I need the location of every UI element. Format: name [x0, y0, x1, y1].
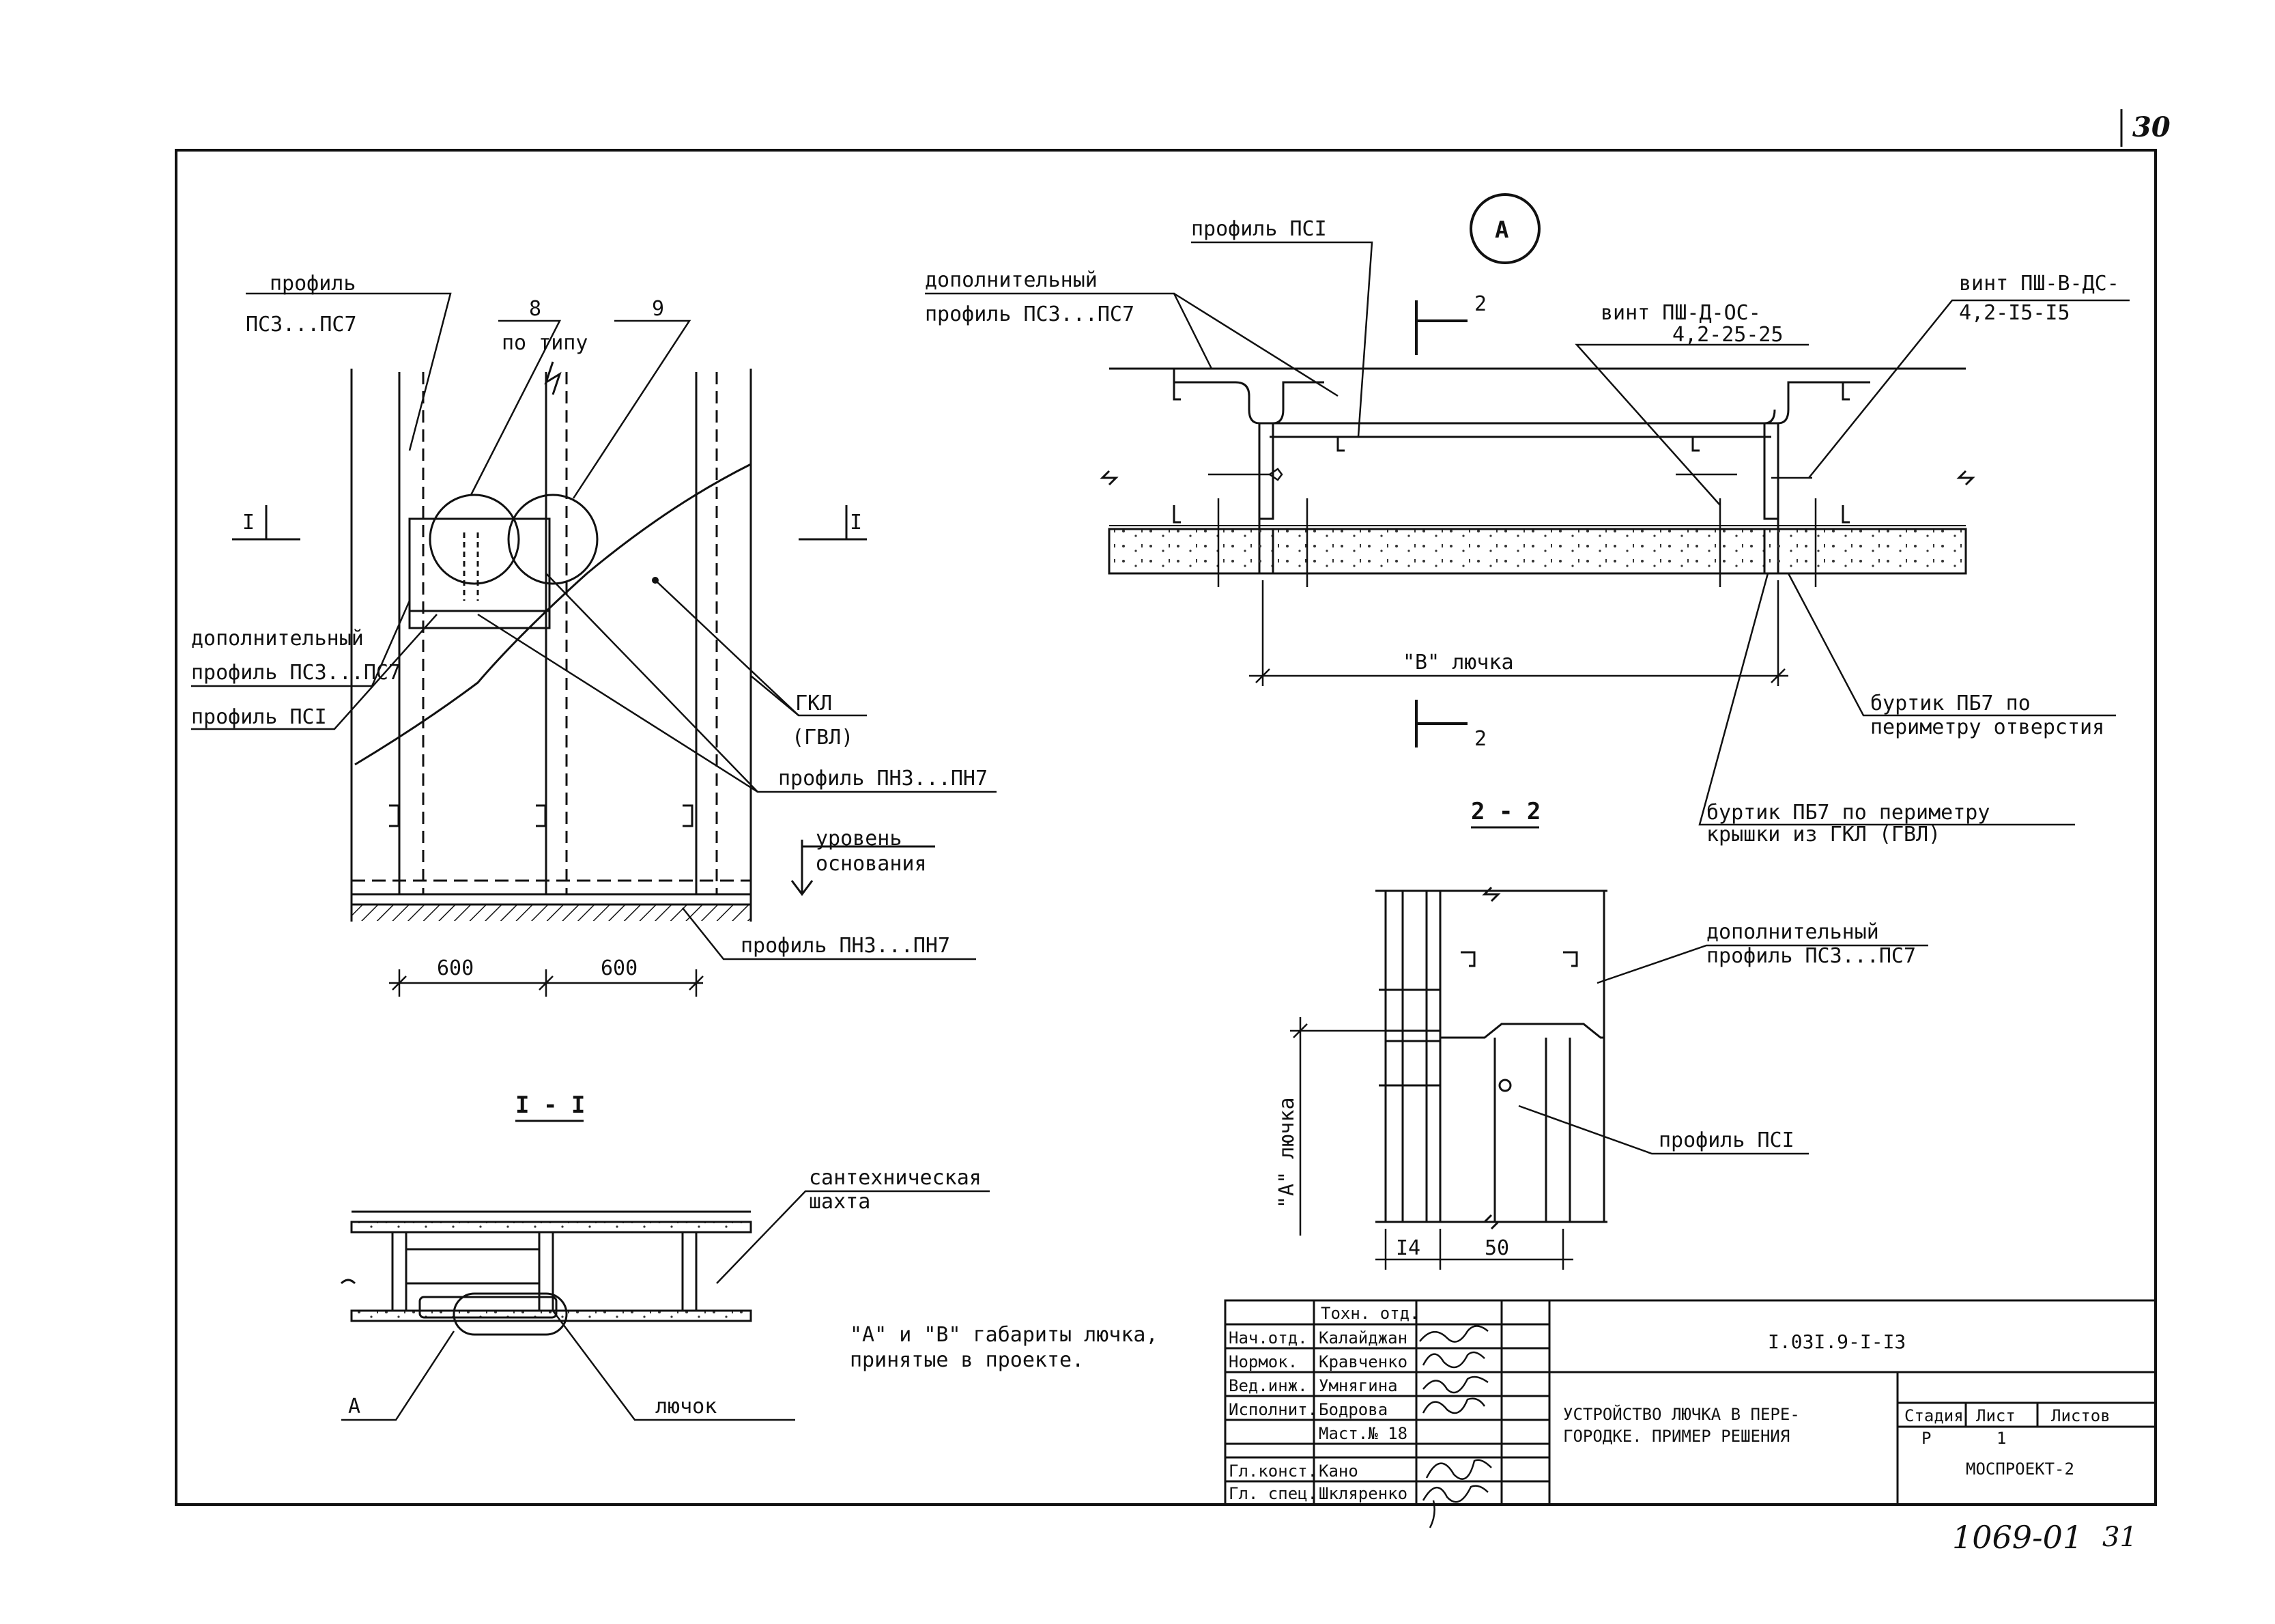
section-mark-2-top: 2: [1474, 292, 1487, 316]
section-1-1-title: I - I: [515, 1092, 585, 1119]
label-bead-cover: буртик ПБ7 по периметру: [1706, 801, 1990, 825]
elevation-view: [350, 361, 752, 922]
tb-organization: МОСПРОЕКТ-2: [1966, 1459, 2074, 1479]
tb-sheet-value: 1: [1997, 1429, 2006, 1448]
tb-role-1: Нач.отд.: [1229, 1328, 1308, 1348]
page-number-top-text: 30: [2132, 111, 2171, 143]
sheet-frame: [175, 149, 2157, 1506]
label-extra-profile: дополнительный: [191, 627, 364, 651]
label-profile-ps3-b: ПС3...ПС7: [246, 313, 357, 337]
tb-stage-header: Стадия: [1904, 1406, 1964, 1425]
section-1-1-annotations: I - I сантехническая шахта A лючок: [341, 1092, 990, 1421]
tb-name-6: Кано: [1319, 1462, 1358, 1481]
label-gkl: ГКЛ: [795, 692, 832, 715]
label-extra-2-2: дополнительный: [1706, 920, 1879, 944]
section-2-2-title: 2 - 2: [1471, 798, 1541, 825]
detail-a-annotations: A профиль ПСI дополнительный профиль ПС3…: [925, 193, 2130, 846]
tb-name-3: Умнягина: [1319, 1376, 1398, 1395]
label-shaft-b: шахта: [809, 1190, 870, 1214]
tb-name-7: Шкляренко: [1319, 1484, 1407, 1503]
label-extra-detail-b: профиль ПС3...ПС7: [925, 302, 1134, 326]
label-pn-bottom: профиль ПН3...ПН7: [741, 934, 950, 958]
tb-name-5: Маст.№ 18: [1319, 1424, 1407, 1443]
section-2-2-annotations: 2 - 2 дополнительный профиль ПС3...ПС7 п…: [1275, 798, 1928, 1270]
title-block-text: Тохн. отд. Нач.отд. Калайджан Нормок. Кр…: [1229, 1304, 2111, 1528]
tb-name-4: Бодрова: [1319, 1400, 1388, 1419]
label-profile-ps3: профиль: [270, 272, 356, 296]
label-level-b: основания: [816, 852, 927, 876]
tb-title-line-1: УСТРОЙСТВО ЛЮЧКА В ПЕРЕ-: [1563, 1404, 1800, 1424]
section-mark-i-left: I: [242, 511, 255, 535]
title-block: [1224, 1299, 2157, 1506]
tb-stage-value: Р: [1921, 1429, 1931, 1448]
tb-role-6: Гл.конст.: [1229, 1462, 1317, 1481]
elevation-annotations: профиль ПС3...ПС7 8 по типу 9 I I дополн…: [191, 272, 997, 997]
label-screw-right-b: 4,2-I5-I5: [1959, 301, 2070, 325]
label-profile-ps1-detail: профиль ПСI: [1191, 217, 1327, 241]
label-profile-ps1-2-2: профиль ПСI: [1659, 1128, 1794, 1152]
label-extra-detail: дополнительный: [925, 268, 1098, 292]
label-gvl: (ГВЛ): [792, 726, 853, 750]
label-extra-2-2-b: профиль ПС3...ПС7: [1706, 944, 1916, 968]
label-level: уровень: [816, 827, 902, 851]
label-extra-profile-b: профиль ПС3...ПС7: [191, 661, 401, 685]
tb-role-2: Нормок.: [1229, 1352, 1298, 1371]
label-shaft: сантехническая: [809, 1166, 982, 1190]
section-2-2-view: [1375, 886, 1607, 1230]
section-mark-2-bottom: 2: [1474, 727, 1487, 751]
label-screw-right: винт ПШ-В-ДС-: [1959, 272, 2119, 296]
tb-doc-code: I.03I.9-I-I3: [1768, 1330, 1906, 1353]
dim-600-right: 600: [601, 956, 638, 980]
tb-sheets-header: Листов: [2051, 1406, 2111, 1425]
label-by-type: по типу: [502, 331, 588, 355]
tb-title-line-2: ГОРОДКЕ. ПРИМЕР РЕШЕНИЯ: [1563, 1427, 1790, 1446]
page-number-bottom: 31: [2102, 1522, 2137, 1553]
label-hatch: лючок: [655, 1395, 717, 1419]
note: "A" и "B" габариты лючка, принятые в про…: [850, 1323, 1158, 1372]
note-line-2: принятые в проекте.: [850, 1348, 1084, 1372]
tb-name-2: Кравченко: [1319, 1352, 1407, 1371]
mark-8: 8: [529, 297, 541, 321]
dim-b-hatch: "B" лючка: [1403, 651, 1514, 674]
tb-role-7: Гл. спец.: [1229, 1484, 1317, 1503]
detail-a-callout: [1470, 193, 1541, 264]
tb-role-4: Исполнит.: [1229, 1400, 1317, 1419]
tb-sheet-header: Лист: [1976, 1406, 2016, 1425]
label-bead-opening-b: периметру отверстия: [1870, 715, 2104, 739]
tb-dept: Тохн. отд.: [1321, 1304, 1420, 1323]
section-1-1-view: [340, 1210, 752, 1336]
label-bead-cover-b: крышки из ГКЛ (ГВЛ): [1706, 823, 1941, 846]
signatures: [1419, 1325, 1492, 1528]
page-number-top: 30: [2120, 109, 2171, 147]
detail-a-view: [1100, 367, 1975, 587]
label-bead-opening: буртик ПБ7 по: [1870, 692, 2031, 715]
label-screw-left-b: 4,2-25-25: [1672, 323, 1784, 347]
tb-name-1: Калайджан: [1319, 1328, 1407, 1348]
label-detail-a-ref: A: [348, 1395, 360, 1419]
dim-14: I4: [1396, 1236, 1420, 1260]
tb-role-3: Вед.инж.: [1229, 1376, 1308, 1395]
mark-9: 9: [652, 297, 664, 321]
label-screw-left: винт ПШ-Д-ОС-: [1601, 301, 1761, 325]
label-profile-ps1-elev: профиль ПСI: [191, 705, 327, 729]
section-mark-i-right: I: [850, 511, 862, 535]
dim-50: 50: [1485, 1236, 1509, 1260]
note-line-1: "A" и "B" габариты лючка,: [850, 1323, 1158, 1347]
dim-600-left: 600: [437, 956, 474, 980]
label-pn-top: профиль ПН3...ПН7: [778, 767, 988, 790]
detail-a-callout-text: A: [1495, 216, 1508, 244]
archive-number: 1069-01: [1952, 1519, 2083, 1556]
dim-a-hatch: "A" лючка: [1275, 1097, 1299, 1208]
